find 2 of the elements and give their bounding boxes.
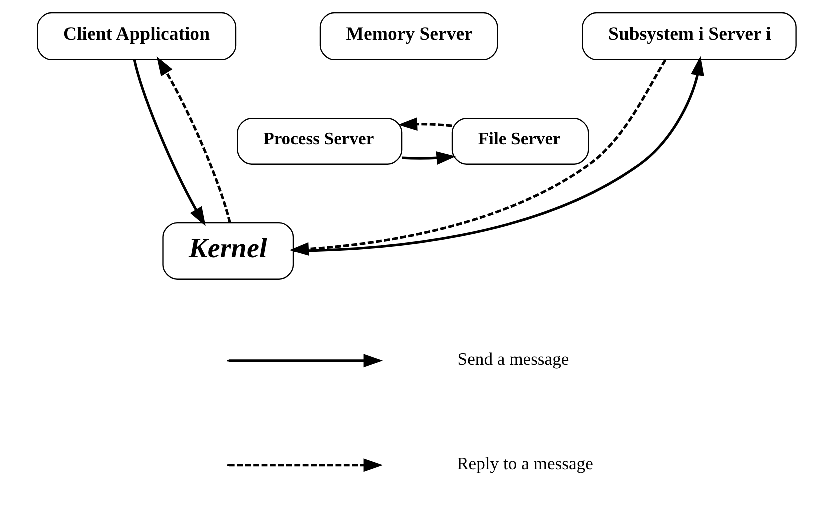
legend-label: Send a message [458,349,570,370]
legend-label: Reply to a message [457,453,594,474]
